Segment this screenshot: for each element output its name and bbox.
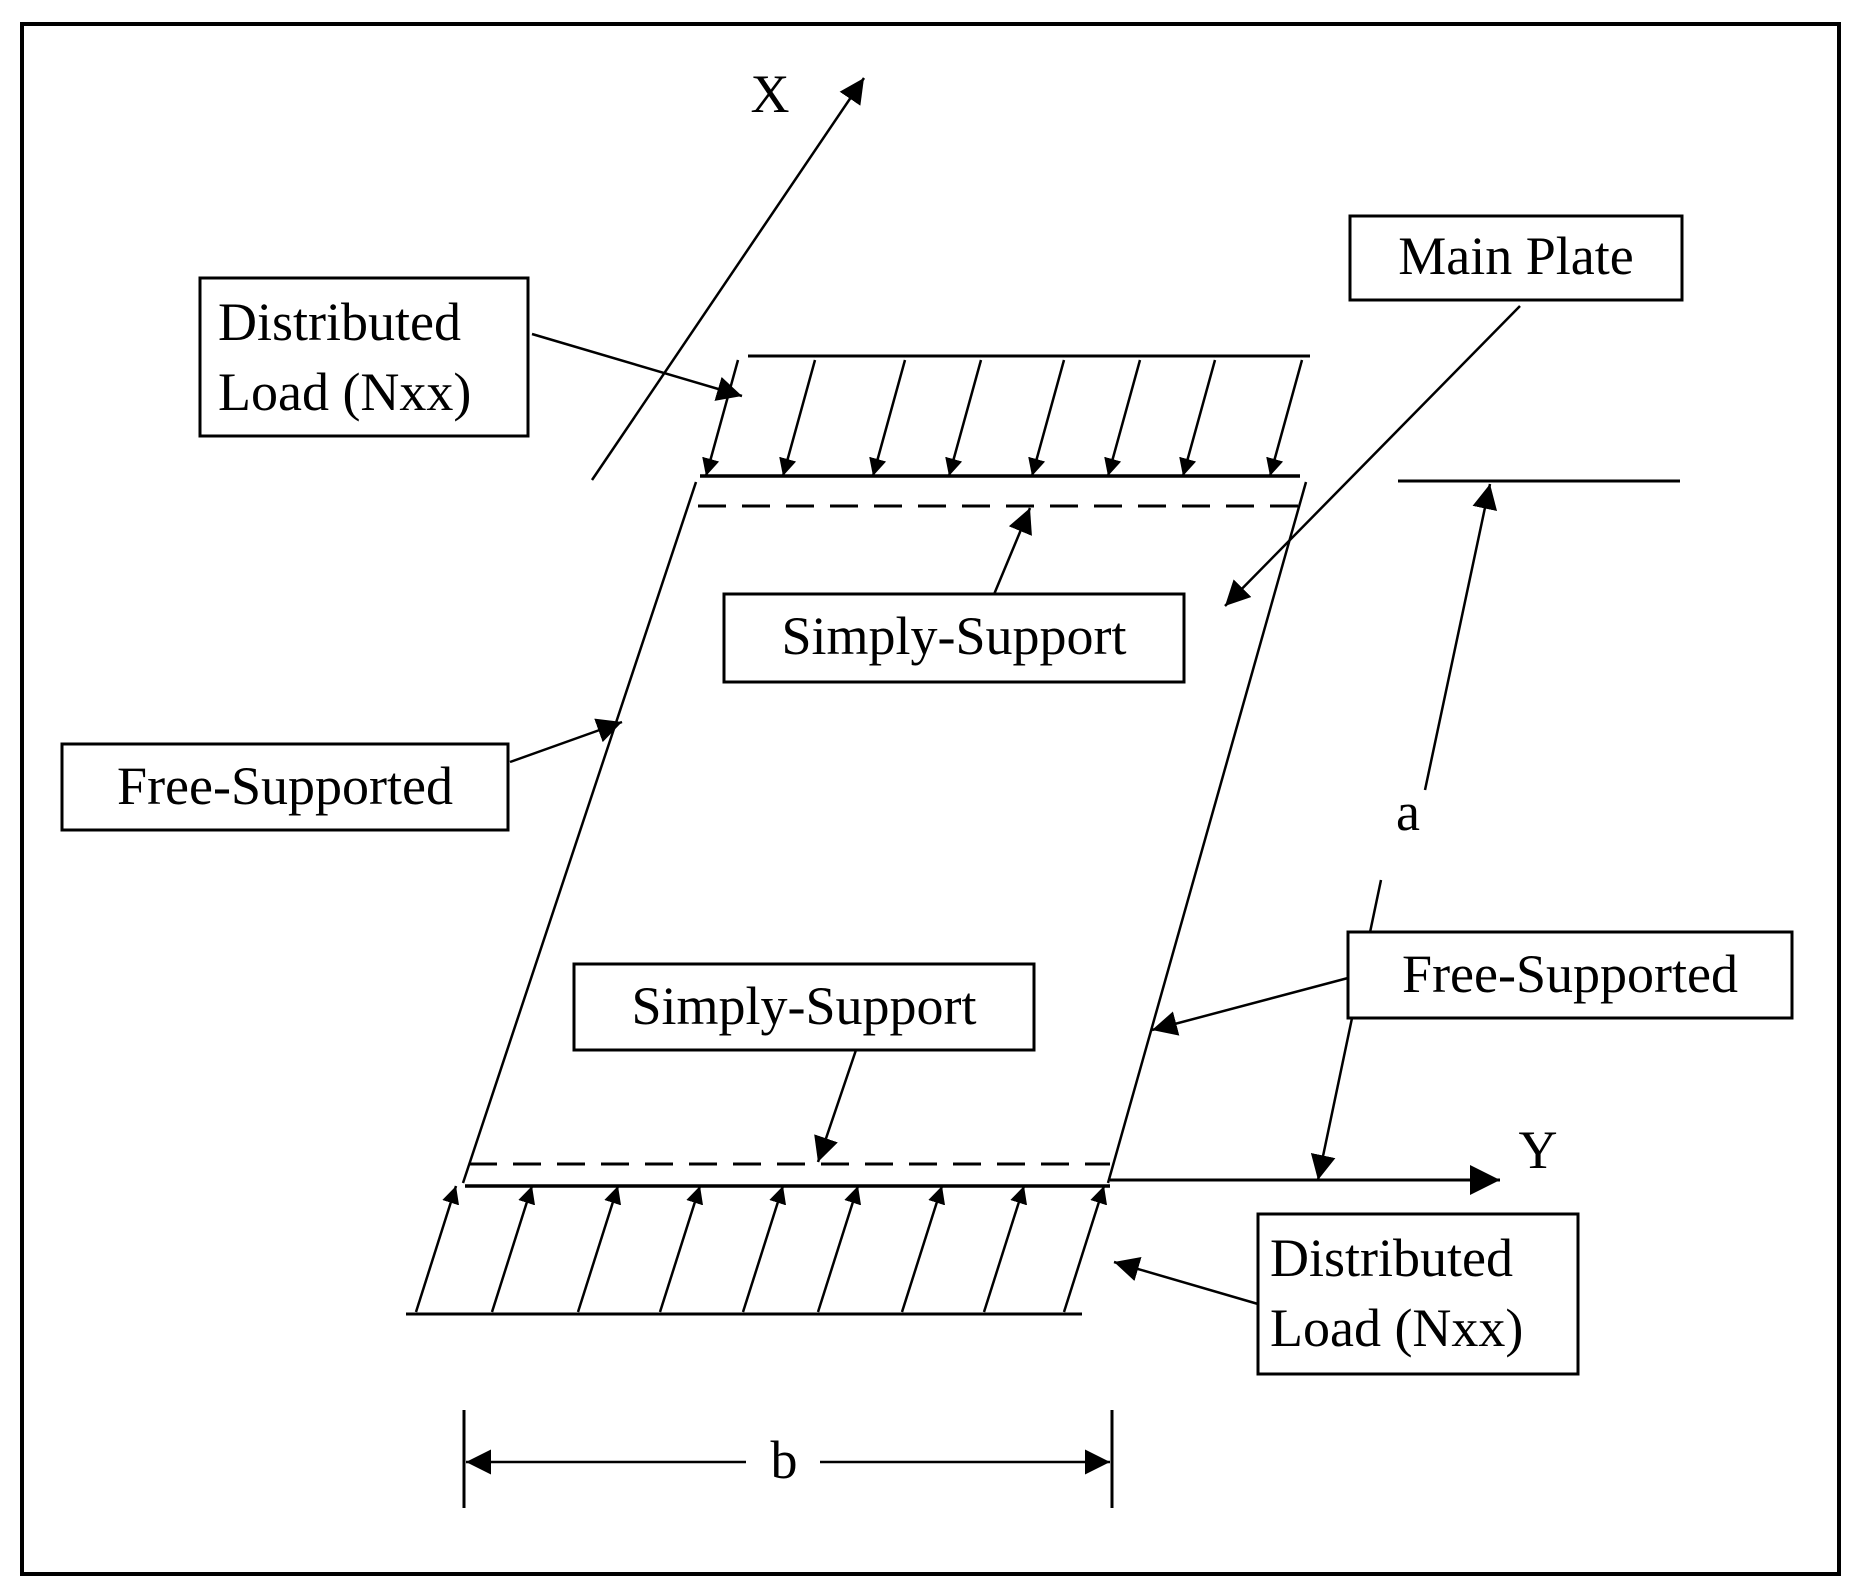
top-load-arrow: [702, 359, 740, 477]
top-load-arrows: [702, 359, 1304, 477]
x-axis-label: X: [751, 64, 790, 124]
bottom-load-arrow: [490, 1185, 536, 1313]
dimension-a-arrow-up: [1423, 483, 1498, 791]
top-load-label-line2: Load (Nxx): [218, 362, 471, 422]
right-edge-leader-arrow: [1151, 976, 1349, 1036]
bottom-load-arrow: [900, 1185, 946, 1313]
outer-frame: [20, 22, 1841, 1576]
top-support-label-box: Simply-Support: [722, 592, 1186, 684]
top-load-leader-arrow: [531, 332, 743, 401]
top-load-arrow: [945, 359, 983, 477]
main-plate-leader-arrow: [1224, 305, 1521, 607]
main-plate-label-box: Main Plate: [1348, 214, 1684, 302]
bottom-load-arrow: [982, 1185, 1028, 1313]
dimension-b-label: b: [771, 1430, 798, 1490]
bottom-support-label-box: Simply-Support: [572, 962, 1036, 1052]
bottom-load-label-line2: Load (Nxx): [1270, 1298, 1523, 1358]
dimension-a-label: a: [1396, 782, 1420, 842]
main-plate-label: Main Plate: [1398, 226, 1633, 286]
top-load-arrow: [1104, 359, 1142, 477]
left-edge-label-box: Free-Supported: [60, 742, 510, 832]
top-load-arrow: [1028, 359, 1066, 477]
left-edge-leader-arrow: [509, 718, 623, 764]
top-load-label-line1: Distributed: [218, 292, 461, 352]
bottom-load-arrow: [1062, 1185, 1108, 1313]
top-load-arrow: [779, 359, 817, 477]
plate-left-edge: [461, 481, 698, 1184]
bottom-load-arrow: [414, 1185, 460, 1313]
top-load-arrow: [869, 359, 907, 477]
right-edge-label-box: Free-Supported: [1346, 930, 1794, 1020]
bottom-support-label: Simply-Support: [631, 976, 976, 1036]
top-support-label: Simply-Support: [781, 606, 1126, 666]
top-load-arrow: [1179, 359, 1217, 477]
bottom-load-arrow: [741, 1185, 787, 1313]
right-edge-label: Free-Supported: [1402, 944, 1738, 1004]
bottom-load-arrow: [658, 1185, 704, 1313]
top-load-label-box: Distributed Load (Nxx): [198, 276, 530, 438]
bottom-load-arrow: [816, 1185, 862, 1313]
bottom-load-label-line1: Distributed: [1270, 1228, 1513, 1288]
plate-right-edge: [1106, 481, 1308, 1184]
dimension-a-arrow-down: [1310, 879, 1383, 1181]
bottom-load-label-box: Distributed Load (Nxx): [1256, 1212, 1580, 1376]
x-axis-arrow: [590, 77, 866, 481]
top-load-arrow: [1266, 359, 1304, 477]
bottom-load-leader-arrow: [1113, 1257, 1259, 1306]
bottom-load-arrow: [576, 1185, 622, 1313]
bottom-support-leader-arrow: [814, 1049, 858, 1163]
bottom-load-arrows: [414, 1185, 1108, 1313]
y-axis-label: Y: [1519, 1120, 1558, 1180]
left-edge-label: Free-Supported: [117, 756, 453, 816]
